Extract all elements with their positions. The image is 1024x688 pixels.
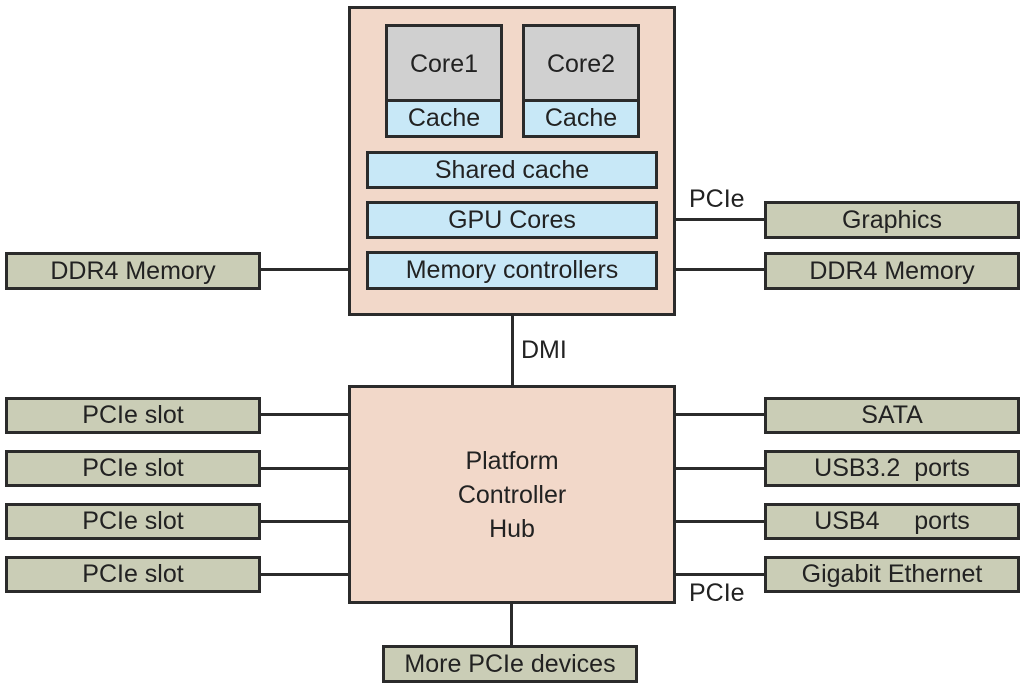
shared-cache-label: Shared cache — [434, 155, 590, 184]
shared-cache: Shared cache — [366, 151, 658, 189]
link-graphics — [674, 218, 766, 221]
core-1-cache: Cache — [385, 99, 503, 138]
core-1-label: Core1 — [409, 50, 479, 78]
gigabit-ethernet-label: Gigabit Ethernet — [801, 560, 983, 588]
graphics: Graphics — [764, 201, 1020, 239]
platform-controller-hub: Platform Controller Hub — [348, 385, 676, 604]
core-2: Core2 — [522, 24, 640, 102]
memory-controllers: Memory controllers — [366, 251, 658, 290]
link-sata — [674, 413, 766, 416]
gpu-cores: GPU Cores — [366, 201, 658, 239]
link-usb32 — [674, 467, 766, 470]
pch-title-line-2: Controller — [457, 480, 567, 509]
usb32-ports-label: USB3.2 ports — [814, 454, 970, 482]
link-right-memory — [656, 268, 766, 271]
link-pcie-slot-4 — [259, 573, 350, 576]
usb4-ports-label: USB4 ports — [814, 507, 970, 535]
link-dmi — [511, 314, 514, 386]
usb32-ports: USB3.2 ports — [764, 450, 1020, 487]
ddr4-memory-left: DDR4 Memory — [5, 252, 261, 290]
pch-title-line-1: Platform — [465, 446, 559, 475]
usb4-ports: USB4 ports — [764, 503, 1020, 540]
link-ethernet — [674, 573, 766, 576]
pch-title-line-3: Hub — [489, 514, 535, 543]
pcie-slot-1: PCIe slot — [5, 397, 261, 434]
link-left-memory — [259, 268, 369, 271]
more-pcie-devices: More PCIe devices — [382, 645, 638, 683]
core-2-cache-label: Cache — [544, 104, 618, 132]
link-more-pcie — [510, 603, 513, 647]
pcie-slot-1-label: PCIe slot — [82, 401, 184, 429]
sata-label: SATA — [861, 401, 923, 429]
pcie-slot-3-label: PCIe slot — [82, 507, 184, 535]
gigabit-ethernet: Gigabit Ethernet — [764, 556, 1020, 593]
graphics-bus-label: PCIe — [689, 185, 745, 213]
core-2-cache: Cache — [522, 99, 640, 138]
memory-controllers-label: Memory controllers — [405, 256, 619, 284]
more-pcie-devices-label: More PCIe devices — [404, 649, 616, 678]
pcie-slot-4: PCIe slot — [5, 556, 261, 593]
gpu-cores-label: GPU Cores — [448, 205, 576, 234]
link-pcie-slot-3 — [259, 520, 350, 523]
ddr4-memory-left-label: DDR4 Memory — [50, 256, 216, 285]
core-1: Core1 — [385, 24, 503, 102]
pcie-slot-2-label: PCIe slot — [82, 454, 184, 482]
link-pcie-slot-2 — [259, 467, 350, 470]
graphics-label: Graphics — [841, 205, 943, 234]
pcie-slot-3: PCIe slot — [5, 503, 261, 540]
dmi-label: DMI — [521, 336, 567, 364]
link-pcie-slot-1 — [259, 413, 350, 416]
pcie-slot-2: PCIe slot — [5, 450, 261, 487]
ethernet-bus-label: PCIe — [689, 579, 745, 607]
pcie-slot-4-label: PCIe slot — [82, 560, 184, 588]
core-2-label: Core2 — [546, 50, 616, 78]
sata: SATA — [764, 397, 1020, 434]
ddr4-memory-right-label: DDR4 Memory — [809, 256, 975, 285]
ddr4-memory-right: DDR4 Memory — [764, 252, 1020, 290]
link-usb4 — [674, 520, 766, 523]
core-1-cache-label: Cache — [407, 104, 481, 132]
